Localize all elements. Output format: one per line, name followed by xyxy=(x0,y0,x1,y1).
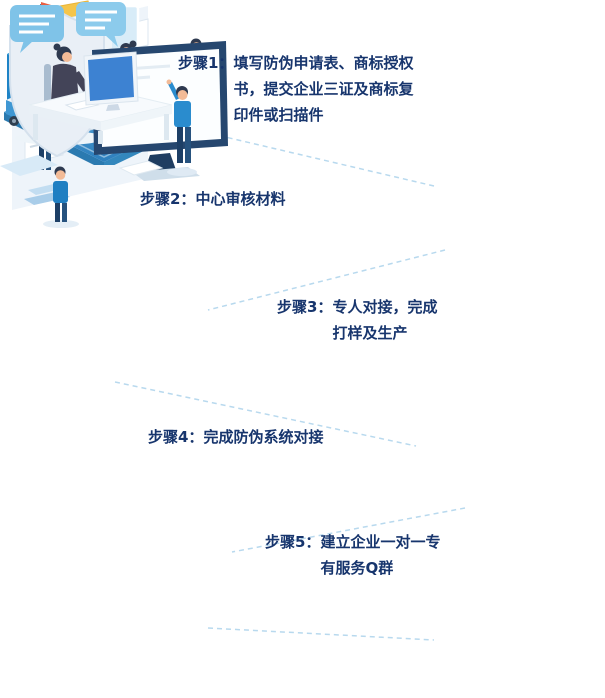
step-3-text: 专人对接，完成打样及生产 xyxy=(332,298,438,342)
chat-bubble-icon-right xyxy=(76,2,126,47)
step-5-label: 步骤5： xyxy=(265,533,321,551)
reviewer-figure-standing xyxy=(53,166,68,222)
step-1-text: 填写防伪申请表、商标授权书，提交企业三证及商标复印件或扫描件 xyxy=(233,54,414,124)
step-2: 步骤2： 中心审核材料 xyxy=(140,186,285,212)
step-4-label: 步骤4： xyxy=(148,428,204,446)
desktop-monitor xyxy=(83,51,139,111)
support-agent-graphic xyxy=(10,2,173,144)
step-5-text: 建立企业一对一专有服务Q群 xyxy=(320,533,441,577)
step-4: 步骤4： 完成防伪系统对接 xyxy=(148,424,323,450)
step-1-label: 步骤1： xyxy=(178,54,234,72)
step-2-label: 步骤2： xyxy=(140,190,196,208)
step-3: 步骤3： 专人对接，完成打样及生产 xyxy=(277,294,443,346)
ground-shadow xyxy=(43,220,79,228)
step-5: 步骤5： 建立企业一对一专有服务Q群 xyxy=(265,529,446,581)
step-2-text: 中心审核材料 xyxy=(195,190,286,208)
chat-bubble-icon-left xyxy=(10,5,64,53)
step-4-text: 完成防伪系统对接 xyxy=(203,428,324,446)
support-agent-figure xyxy=(51,43,95,102)
step-3-label: 步骤3： xyxy=(277,298,333,316)
step-1: 步骤1： 填写防伪申请表、商标授权书，提交企业三证及商标复印件或扫描件 xyxy=(178,50,422,128)
floor-tile xyxy=(0,155,58,176)
computer-desk xyxy=(28,87,173,144)
illustration-support-agent xyxy=(0,0,173,149)
office-chair xyxy=(44,64,51,106)
